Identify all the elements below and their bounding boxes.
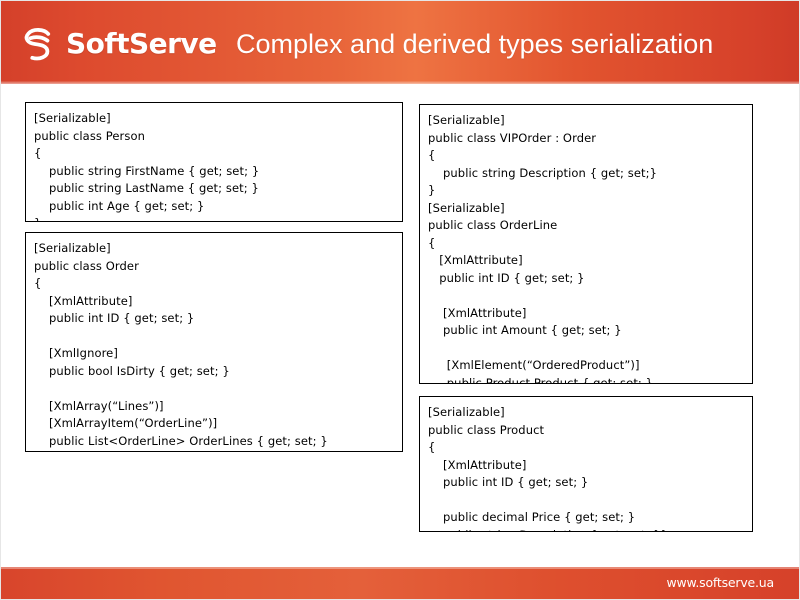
code-box-product: [Serializable] public class Product { [X… (419, 396, 753, 532)
code-text-person: [Serializable] public class Person { pub… (34, 111, 260, 221)
softserve-s-logo-icon (18, 23, 60, 65)
code-text-viporder: [Serializable] public class VIPOrder : O… (428, 113, 658, 384)
slide-footer: www.softserve.ua (0, 567, 800, 600)
softserve-logo: SoftServe (18, 22, 217, 66)
code-box-viporder: [Serializable] public class VIPOrder : O… (419, 104, 753, 384)
footer-website-url[interactable]: www.softserve.ua (666, 575, 774, 590)
code-box-person: [Serializable] public class Person { pub… (25, 102, 403, 222)
slide-header: SoftServe Complex and derived types seri… (0, 0, 800, 84)
code-text-order: [Serializable] public class Order { [Xml… (34, 241, 328, 448)
code-box-order: [Serializable] public class Order { [Xml… (25, 232, 403, 452)
page-title: Complex and derived types serialization (236, 29, 714, 59)
code-text-product: [Serializable] public class Product { [X… (428, 405, 668, 531)
brand-name: SoftServe (66, 27, 217, 60)
